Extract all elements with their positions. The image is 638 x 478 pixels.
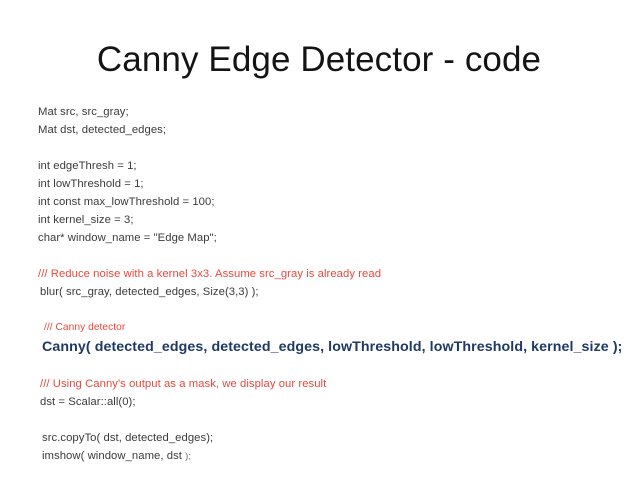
code-line: /// Using Canny's output as a mask, we d… <box>40 378 327 390</box>
code-line-blank <box>0 139 638 157</box>
code-line: blur( src_gray, detected_edges, Size(3,3… <box>40 286 259 298</box>
code-line: int lowThreshold = 1; <box>38 178 144 190</box>
code-line: int kernel_size = 3; <box>38 214 134 226</box>
code-line: Mat dst, detected_edges; <box>38 124 167 136</box>
code-line: char* window_name = "Edge Map"; <box>38 232 217 244</box>
code-line-blank <box>0 301 638 319</box>
code-line: src.copyTo( dst, detected_edges); <box>42 432 214 444</box>
code-line: /// Reduce noise with a kernel 3x3. Assu… <box>38 268 382 280</box>
code-line: int edgeThresh = 1; <box>38 160 137 172</box>
page-title: Canny Edge Detector - code <box>96 40 542 79</box>
code-line: Mat src, src_gray; <box>38 106 129 118</box>
code-line-blank <box>0 247 638 265</box>
code-line: imshow( window_name, dst ); <box>42 450 192 462</box>
code-line-blank <box>0 357 638 375</box>
code-line-tail: ); <box>185 451 192 462</box>
code-line: Canny( detected_edges, detected_edges, l… <box>42 339 623 355</box>
code-line: /// Canny detector <box>44 322 126 333</box>
code-block: Mat src, src_gray; Mat dst, detected_edge… <box>0 103 638 462</box>
code-line: int const max_lowThreshold = 100; <box>38 196 215 208</box>
code-line: dst = Scalar::all(0); <box>40 396 136 408</box>
code-line-blank <box>0 411 638 429</box>
